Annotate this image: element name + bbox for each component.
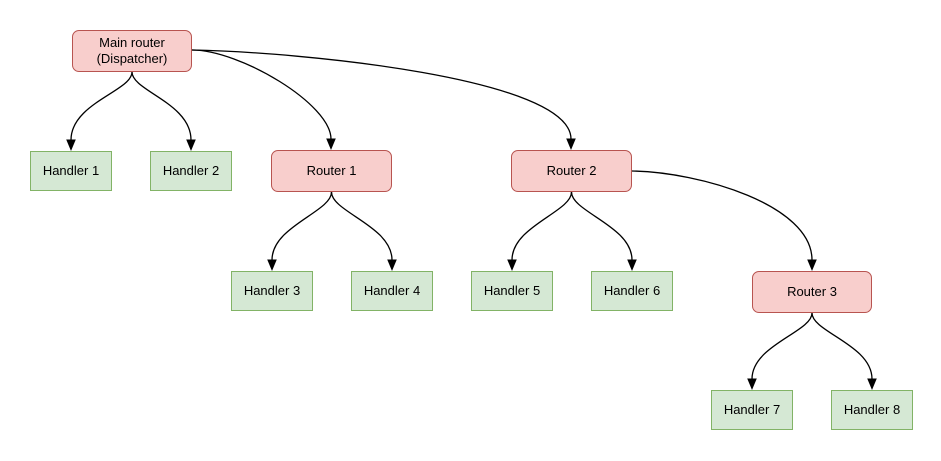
node-handler-8: Handler 8	[831, 390, 913, 430]
arrowhead-handler6	[627, 259, 637, 271]
edge-router2-handler5	[511, 191, 573, 261]
node-handler-1: Handler 1	[30, 151, 112, 191]
edge-main-router1	[191, 49, 332, 140]
node-main-router: Main router (Dispatcher)	[72, 30, 192, 72]
edge-main-handler2	[131, 71, 192, 141]
node-router-3: Router 3	[752, 271, 872, 313]
arrowhead-handler2	[186, 139, 196, 151]
edge-router3-handler8	[811, 312, 873, 380]
edge-router2-router3	[631, 170, 813, 261]
node-handler-7: Handler 7	[711, 390, 793, 430]
edge-router1-handler4	[330, 191, 393, 261]
arrowhead-handler5	[507, 259, 517, 271]
edge-main-handler1	[70, 71, 133, 141]
edge-main-router2	[191, 49, 572, 140]
arrowhead-handler3	[267, 259, 277, 271]
node-handler-6: Handler 6	[591, 271, 673, 311]
arrowhead-handler7	[747, 378, 757, 390]
node-handler-5: Handler 5	[471, 271, 553, 311]
node-handler-4: Handler 4	[351, 271, 433, 311]
edge-router2-handler6	[570, 191, 633, 261]
arrowhead-handler8	[867, 378, 877, 390]
arrowhead-router1	[326, 138, 336, 150]
node-router-1: Router 1	[271, 150, 392, 192]
edge-router3-handler7	[751, 312, 813, 380]
arrowhead-router3	[807, 259, 817, 271]
node-handler-2: Handler 2	[150, 151, 232, 191]
node-router-2: Router 2	[511, 150, 632, 192]
arrowhead-handler1	[66, 139, 76, 151]
node-handler-3: Handler 3	[231, 271, 313, 311]
arrowhead-handler4	[387, 259, 397, 271]
edge-router1-handler3	[271, 191, 333, 261]
arrowhead-router2	[566, 138, 576, 150]
